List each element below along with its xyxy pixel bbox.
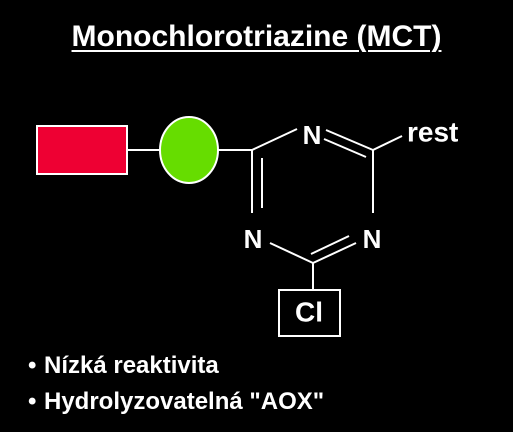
ring-bond-n-top-c-right-double xyxy=(323,138,367,158)
ring-bond-n-right-c-bottom xyxy=(312,242,357,264)
ring-bond-n-top-c-right xyxy=(325,129,374,151)
bullet-marker: • xyxy=(28,352,37,379)
bullet-item-hydrolyzable: • Hydrolyzovatelná "AOX" xyxy=(28,384,324,420)
bullet-marker: • xyxy=(28,388,37,415)
ring-atom-n-right: N xyxy=(363,224,382,254)
bullet-list: • Nízká reaktivita • Hydrolyzovatelná "AOX… xyxy=(28,348,324,420)
ring-atom-n-left: N xyxy=(244,224,263,254)
leaving-group-box xyxy=(278,289,341,337)
ring-bond-n-right-c-bottom-double xyxy=(310,235,350,255)
substituent-rest-label: rest xyxy=(407,116,458,147)
ring-bond-c-bottom-n-left xyxy=(269,242,314,264)
chromophore-rectangle xyxy=(36,125,128,175)
leaving-group-cl-label: Cl xyxy=(295,296,323,327)
bridge-circle xyxy=(159,116,219,184)
bullet-item-reactivity: • Nízká reaktivita xyxy=(28,348,324,384)
ring-bond-c-left-n-top xyxy=(251,128,298,151)
bullet-text: Nízká reaktivita xyxy=(44,352,219,379)
bullet-text: Hydrolyzovatelná "AOX" xyxy=(44,388,325,415)
bond-c-right-rest xyxy=(372,135,403,151)
slide-title: Monochlorotriazine (MCT) xyxy=(71,20,442,53)
ring-atom-n-top: N xyxy=(303,120,322,150)
